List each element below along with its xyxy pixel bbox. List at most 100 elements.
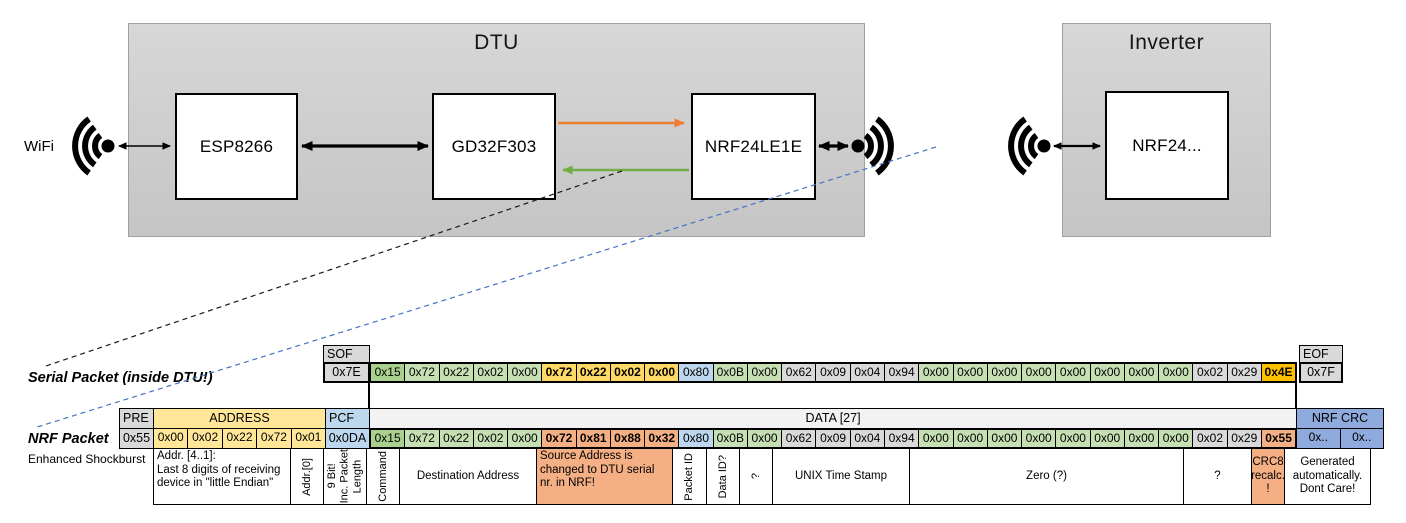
byte-cell: 0x00 [1055,364,1090,381]
byte-cell: 0x80 [678,430,713,447]
byte-cell: 0x02 [472,430,508,447]
sof-byte: 0x7E [323,362,370,383]
byte-cell: 0x09 [815,430,850,447]
byte-cell: 0x00 [746,430,782,447]
byte-cell: 0x4E [1260,364,1296,381]
byte-cell: 0x00 [507,430,542,447]
byte-cell: 0x00 [1021,430,1056,447]
annotation-crc8-recalc: CRC8 recalc. ! [1251,448,1285,505]
byte-cell: 0x72 [404,430,439,447]
byte-cell: 0x22 [438,364,473,381]
byte-cell: 0x00 [986,430,1022,447]
module-gd32f303-label: GD32F303 [451,136,537,156]
byte-cell: 0x00 [1089,364,1124,381]
serial-packet-label: Serial Packet (inside DTU!) [28,370,213,386]
module-nrf24le1e: NRF24LE1E [691,93,816,200]
module-esp8266-label: ESP8266 [199,136,274,156]
nrf-crc-header: NRF CRC [1296,408,1384,429]
byte-cell: 0x32 [644,430,679,447]
module-gd32f303: GD32F303 [432,93,556,200]
byte-cell: 0x29 [1226,364,1261,381]
dtu-title: DTU [474,31,519,54]
annotation-address-4-1: Addr. [4..1]: Last 8 digits of receiving… [153,448,291,505]
byte-cell: 0x04 [849,430,884,447]
annotation-unknown-1: ? [739,448,773,505]
byte-cell: 0x62 [781,364,816,381]
byte-cell: 0x62 [781,430,816,447]
wifi-label: WiFi [24,138,54,155]
byte-cell: 0x00 [746,364,782,381]
nrf-packet-label: NRF Packet [28,431,109,447]
byte-cell: 0x15 [371,430,405,447]
byte-cell: 0x00 [1123,430,1159,447]
nrf-crc-byte-strip: 0x..0x.. [1296,428,1384,449]
annotation-crc-generated: Generated automatically. Dont Care! [1284,448,1371,505]
byte-cell: 0x94 [883,364,919,381]
data-header: DATA [27] [369,408,1297,429]
annotation-row: Addr. [4..1]: Last 8 digits of receiving… [153,448,1371,505]
annotation-source-address: Source Address is changed to DTU serial … [536,448,673,505]
byte-cell: 0x22 [575,364,610,381]
annotation-data-id: Data ID? [706,448,740,505]
byte-cell: 0x.. [1297,429,1340,448]
byte-cell: 0x0B [712,364,747,381]
byte-cell: 0x72 [541,364,576,381]
module-nrf24-inverter: NRF24... [1105,91,1229,200]
byte-cell: 0x0B [712,430,747,447]
byte-cell: 0x72 [256,429,291,448]
annotation-packet-id: Packet ID [672,448,707,505]
byte-cell: 0x00 [1158,364,1193,381]
annotation-unknown-2: ? [1183,448,1252,505]
byte-cell: 0x00 [154,429,188,448]
pcf-byte: 0x0DA [325,428,370,449]
wifi-signal-icon-left [72,116,115,176]
byte-cell: 0x00 [918,430,953,447]
byte-cell: 0x09 [815,364,850,381]
byte-cell: 0x72 [404,364,439,381]
pre-header: PRE [119,408,154,429]
annotation-zero: Zero (?) [909,448,1184,505]
byte-cell: 0x22 [221,429,257,448]
byte-cell: 0x29 [1226,430,1261,447]
annotation-destination-address: Destination Address [399,448,537,505]
eof-header: EOF [1299,345,1343,363]
byte-cell: 0x72 [541,430,576,447]
byte-cell: 0x02 [472,364,508,381]
eof-byte: 0x7F [1299,362,1343,383]
pcf-header: PCF [325,408,370,429]
byte-cell: 0x00 [918,364,953,381]
byte-cell: 0x02 [609,364,645,381]
connector-line-right [1295,382,1297,429]
byte-cell: 0x02 [1192,430,1227,447]
pre-byte: 0x55 [119,428,154,449]
module-nrf24-inverter-label: NRF24... [1132,135,1202,155]
wifi-signal-icon-inverter [1008,116,1051,176]
annotation-pcf-length: 9 Bit! Inc. Packet Length [323,448,367,505]
byte-cell: 0x00 [952,364,987,381]
byte-cell: 0x00 [1021,364,1056,381]
byte-cell: 0x00 [1055,430,1090,447]
byte-cell: 0x02 [187,429,222,448]
byte-cell: 0x02 [1192,364,1227,381]
byte-cell: 0x88 [609,430,645,447]
annotation-address-0: Addr.[0] [290,448,324,505]
byte-cell: 0x00 [644,364,679,381]
byte-cell: 0x00 [1123,364,1159,381]
annotation-unix-time-stamp: UNIX Time Stamp [772,448,910,505]
byte-cell: 0x00 [952,430,987,447]
address-header: ADDRESS [153,408,326,429]
byte-cell: 0x01 [290,429,326,448]
sof-header: SOF [323,345,370,363]
byte-cell: 0x80 [678,364,713,381]
inverter-panel: Inverter [1062,23,1271,237]
byte-cell: 0x.. [1339,429,1383,448]
byte-cell: 0x81 [575,430,610,447]
module-esp8266: ESP8266 [175,93,298,200]
module-nrf24le1e-label: NRF24LE1E [704,136,803,156]
byte-cell: 0x00 [1158,430,1193,447]
byte-cell: 0x15 [371,364,405,381]
annotation-command: Command [366,448,400,505]
inverter-title: Inverter [1128,31,1205,54]
